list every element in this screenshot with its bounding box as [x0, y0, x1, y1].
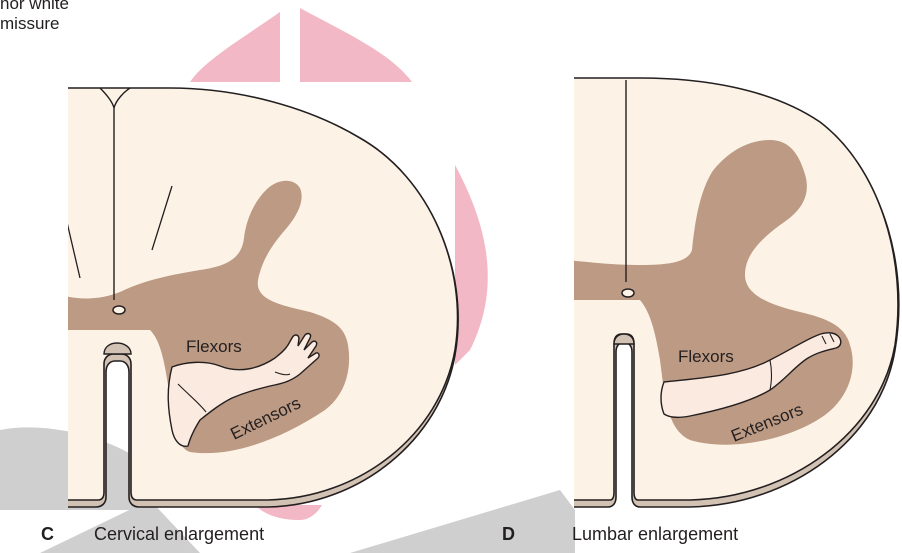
panel-d-central-canal	[622, 289, 634, 297]
panel-c-caption: Cervical enlargement	[94, 524, 264, 545]
panel-d-flexors-label: Flexors	[678, 347, 734, 366]
panel-c-letter: C	[41, 524, 54, 545]
panel-d-letter: D	[502, 524, 515, 545]
panel-d-caption: Lumbar enlargement	[572, 524, 738, 545]
